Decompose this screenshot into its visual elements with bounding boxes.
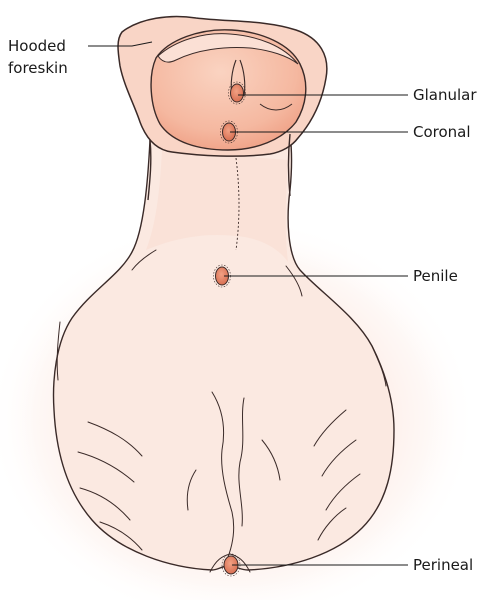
label-penile: Penile <box>413 266 458 286</box>
label-perineal: Perineal <box>413 555 473 575</box>
label-hooded-foreskin-line1: Hooded <box>8 36 66 56</box>
label-hooded-foreskin-line2: foreskin <box>8 58 68 78</box>
label-coronal: Coronal <box>413 122 471 142</box>
label-glanular: Glanular <box>413 85 477 105</box>
